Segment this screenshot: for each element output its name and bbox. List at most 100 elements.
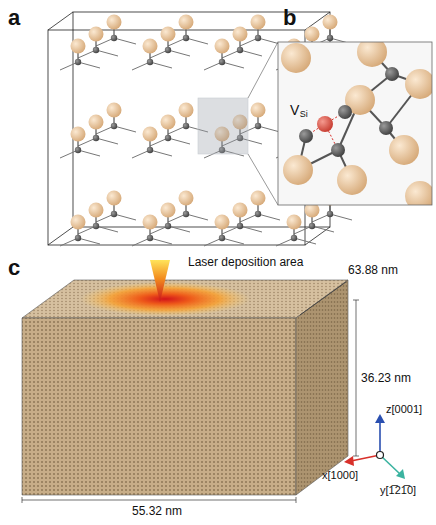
panel-letter: b — [283, 6, 296, 30]
dimension-label: 36.23 nm — [361, 372, 411, 385]
carbon-atom — [327, 211, 333, 217]
carbon-atom — [183, 35, 189, 41]
silicon-atom — [323, 15, 338, 30]
silicon-atom — [71, 39, 86, 54]
carbon-atom — [147, 235, 153, 241]
carbon-atom — [147, 59, 153, 65]
bond — [186, 214, 208, 220]
panel-letter: a — [8, 6, 20, 30]
bond — [168, 226, 190, 232]
carbon-atom — [165, 223, 171, 229]
carbon-atom — [255, 123, 261, 129]
carbon-atom — [93, 47, 99, 53]
silicon-atom — [389, 135, 419, 165]
carbon-atom — [255, 211, 261, 217]
carbon-atom — [331, 143, 345, 157]
silicon-atom — [215, 215, 230, 230]
bond — [150, 150, 172, 156]
silicon-atom — [179, 15, 194, 30]
carbon-atom — [165, 47, 171, 53]
silicon-atom — [107, 191, 122, 206]
vacancy-site — [317, 116, 333, 132]
bond — [96, 138, 118, 144]
bond — [258, 214, 280, 220]
bond — [294, 238, 316, 244]
carbon-atom — [165, 135, 171, 141]
silicon-atom — [107, 103, 122, 118]
silicon-atom — [305, 27, 320, 42]
carbon-atom — [219, 235, 225, 241]
carbon-atom — [237, 47, 243, 53]
bond — [114, 214, 136, 220]
vacancy-label: V — [290, 103, 299, 118]
silicon-atom — [251, 15, 266, 30]
axis-label: x[1000] — [322, 469, 358, 481]
bond — [330, 214, 352, 220]
bond — [96, 226, 118, 232]
silicon-atom — [281, 43, 311, 73]
silicon-atom — [71, 215, 86, 230]
dimension-label: 55.32 nm — [132, 505, 182, 518]
silicon-atom — [107, 15, 122, 30]
carbon-atom — [93, 135, 99, 141]
silicon-atom — [143, 39, 158, 54]
bond — [96, 50, 118, 56]
silicon-atom — [337, 165, 367, 195]
silicon-atom — [71, 127, 86, 142]
silicon-atom — [357, 42, 387, 67]
bond — [258, 126, 280, 132]
carbon-atom — [111, 35, 117, 41]
bond — [114, 38, 136, 44]
silicon-atom — [89, 203, 104, 218]
panel-letter: c — [8, 256, 20, 280]
silicon-atom — [287, 215, 302, 230]
carbon-atom — [219, 59, 225, 65]
silicon-atom — [143, 215, 158, 230]
silicon-atom — [89, 27, 104, 42]
bond — [186, 38, 208, 44]
carbon-atom — [111, 211, 117, 217]
carbon-atom — [299, 129, 313, 143]
silicon-atom — [233, 203, 248, 218]
silicon-atom — [179, 191, 194, 206]
carbon-atom — [75, 147, 81, 153]
silicon-atom — [251, 103, 266, 118]
carbon-atom — [379, 121, 393, 135]
silicon-atom — [215, 39, 230, 54]
carbon-atom — [255, 35, 261, 41]
silicon-atom — [161, 203, 176, 218]
laser-label: Laser deposition area — [188, 256, 303, 269]
silicon-atom — [405, 69, 432, 99]
silicon-atom — [283, 155, 313, 185]
bond — [78, 238, 100, 244]
carbon-atom — [183, 211, 189, 217]
silicon-atom — [179, 103, 194, 118]
silicon-atom — [161, 27, 176, 42]
carbon-atom — [237, 223, 243, 229]
axis-label: z[0001] — [386, 403, 422, 415]
carbon-atom — [93, 223, 99, 229]
carbon-atom — [75, 235, 81, 241]
silicon-atom — [251, 191, 266, 206]
bond — [168, 50, 190, 56]
carbon-atom — [183, 123, 189, 129]
carbon-atom — [147, 147, 153, 153]
bond — [258, 38, 280, 44]
zoomed-lattice — [281, 42, 432, 205]
carbon-atom — [309, 223, 315, 229]
carbon-atom — [385, 67, 399, 81]
silicon-atom — [405, 181, 432, 205]
carbon-atom — [338, 105, 352, 119]
bond — [168, 138, 190, 144]
bond — [222, 238, 244, 244]
bond — [150, 238, 172, 244]
bond — [78, 150, 100, 156]
bond — [312, 226, 334, 232]
bond — [114, 126, 136, 132]
vacancy-subscript: Si — [300, 110, 308, 120]
bond — [240, 226, 262, 232]
bond — [222, 62, 244, 68]
silicon-atom — [161, 115, 176, 130]
bond — [150, 62, 172, 68]
carbon-atom — [291, 235, 297, 241]
